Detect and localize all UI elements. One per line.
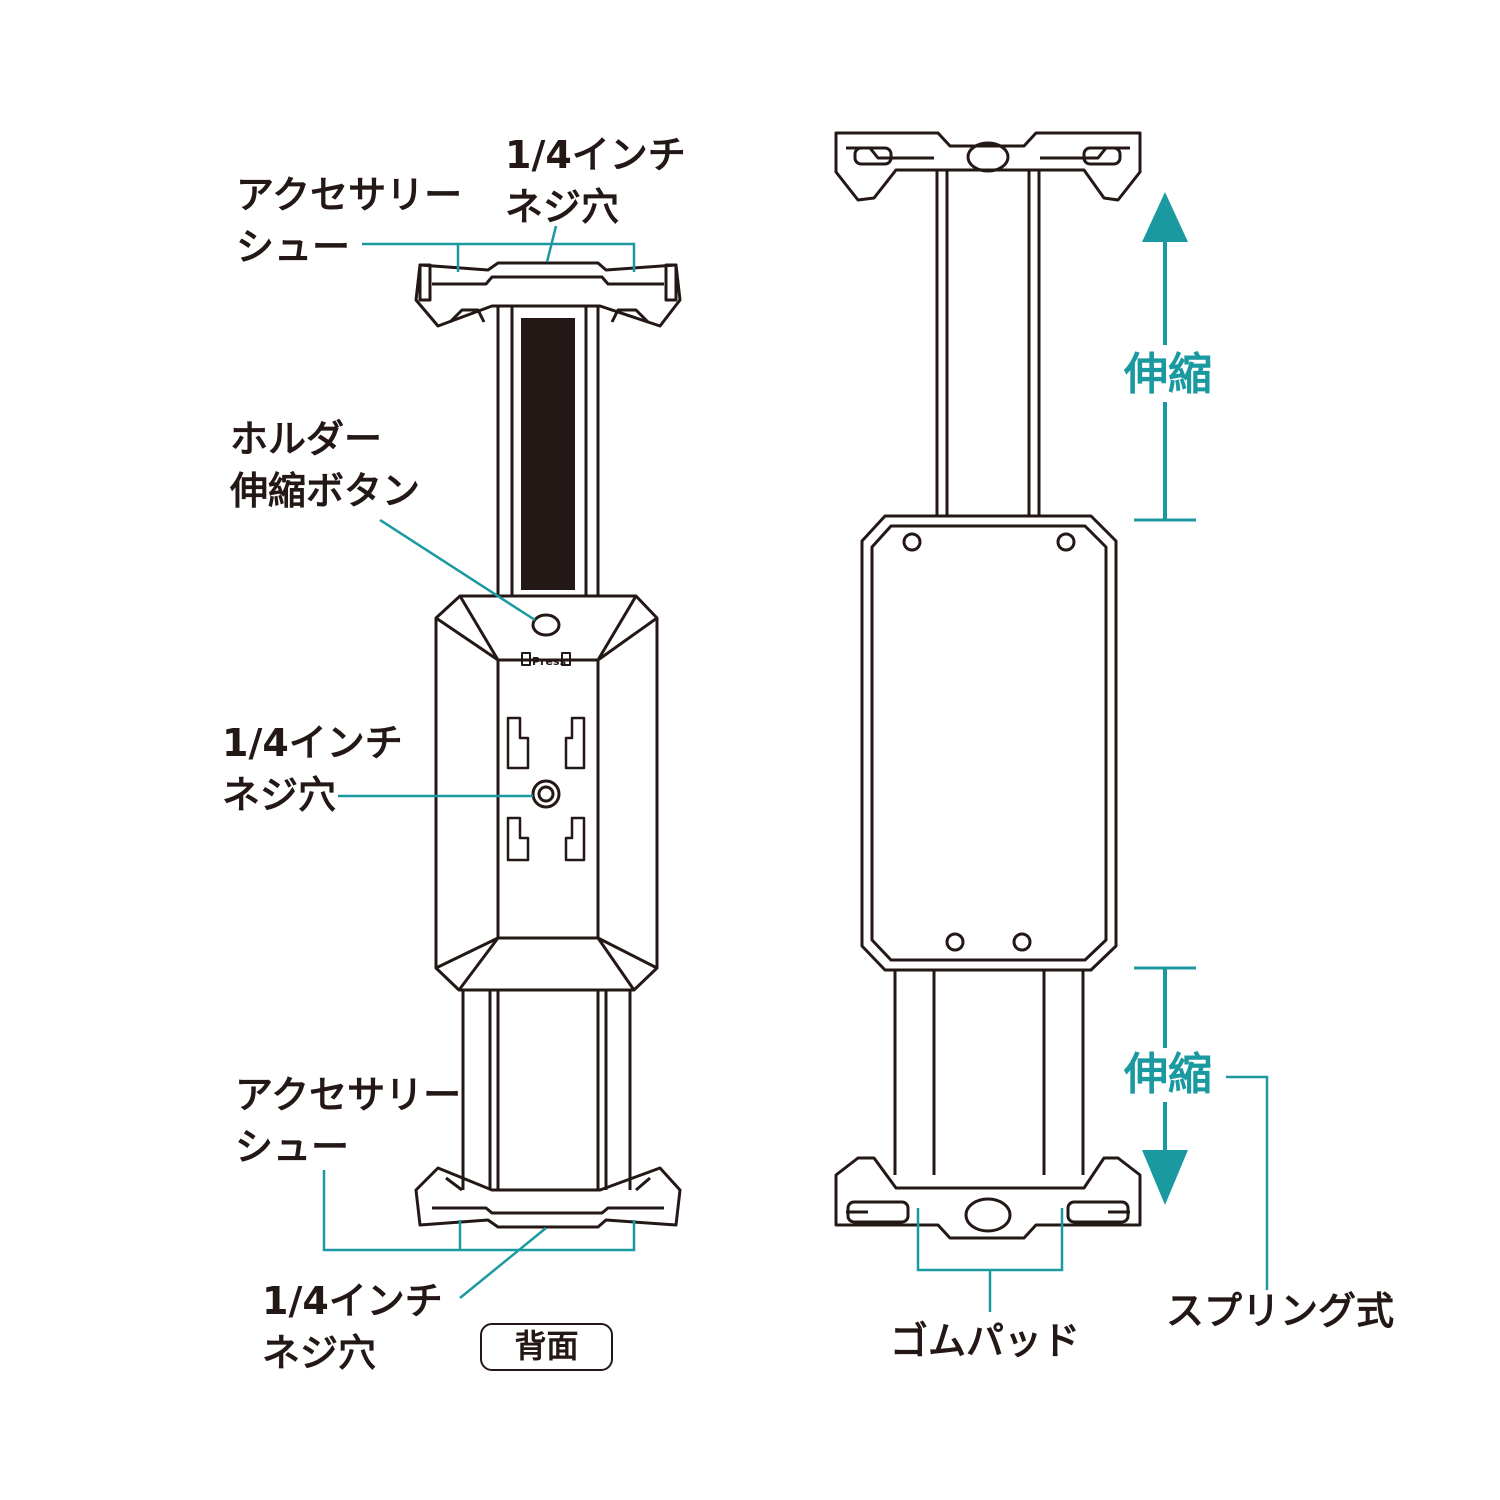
back-view — [414, 261, 682, 1229]
label-screw-hole-mid-1: 1/4インチ — [222, 721, 403, 765]
label-accessory-shoe-top-1: アクセサリー — [236, 173, 463, 217]
label-extend-bottom: 伸縮 — [1124, 1049, 1212, 1100]
label-accessory-shoe-bottom-2: シュー — [235, 1125, 350, 1169]
leader-screw-hole-top — [545, 225, 558, 263]
label-accessory-shoe-bottom-1: アクセサリー — [235, 1073, 462, 1117]
label-accessory-shoe-top-2: シュー — [236, 225, 351, 269]
label-spring-type: スプリング式 — [1166, 1289, 1395, 1333]
leader-holder-button — [379, 518, 536, 622]
label-holder-button-1: ホルダー — [230, 417, 383, 461]
top-clamp-back — [414, 261, 682, 328]
press-mark: Press — [532, 655, 566, 668]
label-screw-hole-top-1: 1/4インチ — [505, 133, 686, 177]
lower-rail-back — [461, 990, 632, 1190]
upper-rail-back — [496, 306, 600, 596]
lower-rail-front — [893, 970, 1085, 1175]
leader-spring — [1226, 1075, 1269, 1290]
bottom-clamp-front — [834, 1156, 1142, 1240]
leader-lines — [322, 225, 1269, 1312]
front-plate — [860, 514, 1118, 972]
label-screw-hole-bottom-2: ネジ穴 — [262, 1331, 377, 1375]
center-body-back — [434, 594, 659, 992]
back-badge: 背面 — [480, 1323, 613, 1371]
label-screw-hole-bottom-1: 1/4インチ — [262, 1279, 443, 1323]
leader-screw-hole-bottom — [459, 1227, 547, 1299]
label-extend-top: 伸縮 — [1124, 349, 1212, 400]
label-rubber-pad: ゴムパッド — [890, 1319, 1081, 1363]
label-holder-button-2: 伸縮ボタン — [230, 469, 421, 513]
center-screw-hole — [531, 779, 561, 809]
top-clamp-front — [834, 131, 1142, 202]
leader-accessory-shoe-top — [362, 242, 636, 272]
label-screw-hole-top-2: ネジ穴 — [505, 185, 620, 229]
label-screw-hole-mid-2: ネジ穴 — [222, 773, 337, 817]
upper-rail-front — [935, 170, 1041, 516]
front-view — [834, 131, 1142, 1240]
leader-accessory-shoe-bottom — [322, 1170, 636, 1252]
holder-button — [531, 613, 561, 637]
extend-arrow-bottom — [1134, 966, 1196, 1205]
bottom-clamp-back — [414, 1166, 682, 1229]
extend-arrow-top — [1134, 192, 1196, 522]
